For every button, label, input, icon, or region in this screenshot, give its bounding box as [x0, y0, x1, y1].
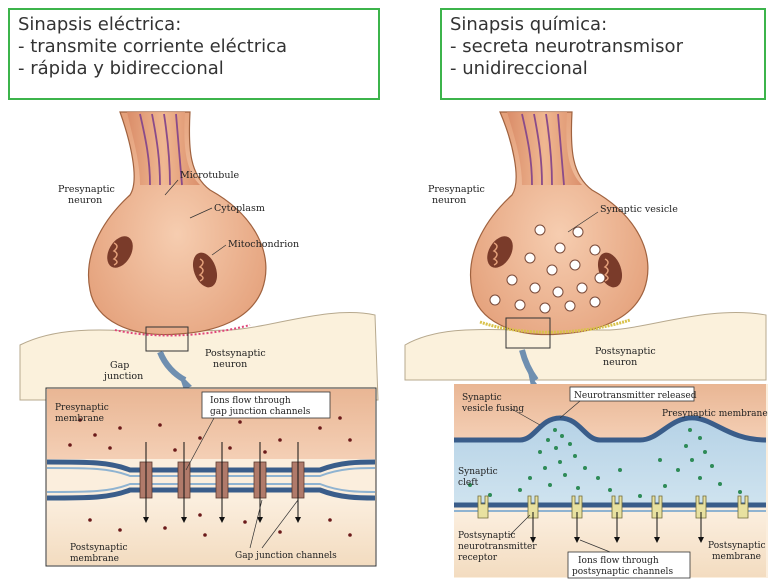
- presynaptic-neuron-label-2: neuron: [68, 195, 102, 206]
- gap-junction-label: Gap: [110, 360, 129, 371]
- presynaptic-neuron-label: Presynaptic: [428, 184, 485, 195]
- presynaptic-membrane-label: Presynaptic membrane: [662, 409, 768, 419]
- chemical-synapse-diagram: Presynaptic neuron Synaptic vesicle Post…: [405, 112, 768, 578]
- neurotransmitter-released-label: Neurotransmitter released: [574, 391, 697, 401]
- chemical-synapse-zoom-panel: Neurotransmitter released Synaptic vesic…: [454, 384, 768, 578]
- ions-flow-label: Ions flow through: [578, 556, 659, 566]
- postsynaptic-membrane-label: Postsynaptic: [70, 543, 128, 553]
- synaptic-vesicle-label: Synaptic vesicle: [600, 204, 678, 215]
- synaptic-cleft-label: Synaptic: [458, 467, 498, 477]
- presynaptic-membrane-label: Presynaptic: [55, 403, 109, 413]
- receptor-label-3: receptor: [458, 553, 498, 563]
- ions-flow-label-2: gap junction channels: [210, 407, 311, 417]
- ions-flow-label-2: postsynaptic channels: [572, 567, 673, 577]
- microtubule-label: Microtubule: [180, 170, 240, 181]
- presynaptic-membrane-label-2: membrane: [55, 414, 104, 424]
- vesicle-fusing-label: Synaptic: [462, 393, 502, 403]
- electrical-synapse-diagram: Presynaptic neuron Microtubule Cytoplasm…: [20, 112, 378, 566]
- vesicle-fusing-label-2: vesicle fusing: [461, 404, 524, 414]
- postsynaptic-neuron-label-2: neuron: [603, 357, 637, 368]
- synaptic-cleft-label-2: cleft: [458, 478, 479, 488]
- postsynaptic-neuron-label-2: neuron: [213, 359, 247, 370]
- mitochondrion-label: Mitochondrion: [228, 239, 299, 250]
- receptor-label-2: neurotransmitter: [458, 542, 537, 552]
- ions-flow-label: Ions flow through: [210, 396, 291, 406]
- cytoplasm-label: Cytoplasm: [214, 203, 265, 214]
- postsynaptic-neuron-label: Postsynaptic: [595, 346, 656, 357]
- postsynaptic-neuron-label: Postsynaptic: [205, 348, 266, 359]
- gap-junction-channels-label: Gap junction channels: [235, 551, 337, 561]
- presynaptic-neuron-label: Presynaptic: [58, 184, 115, 195]
- presynaptic-neuron-label-2: neuron: [432, 195, 466, 206]
- gap-junction-zoom-panel: Ions flow through gap junction channels …: [46, 388, 376, 566]
- postsynaptic-membrane-label-2: membrane: [70, 554, 119, 564]
- gap-junction-label-2: junction: [103, 371, 143, 382]
- postsynaptic-membrane-label-2: membrane: [712, 552, 761, 562]
- postsynaptic-membrane-label: Postsynaptic: [708, 541, 766, 551]
- receptor-label: Postsynaptic: [458, 531, 516, 541]
